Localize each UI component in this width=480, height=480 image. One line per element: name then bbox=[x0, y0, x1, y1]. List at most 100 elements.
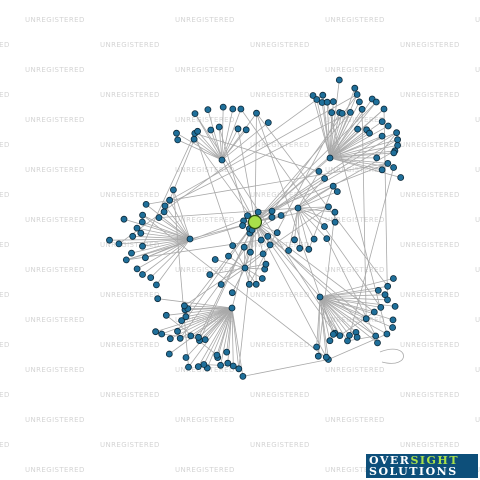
graph-node[interactable] bbox=[394, 141, 402, 149]
graph-node[interactable] bbox=[246, 248, 254, 256]
graph-node[interactable] bbox=[201, 336, 209, 344]
graph-node[interactable] bbox=[174, 136, 182, 144]
graph-node[interactable] bbox=[178, 317, 186, 325]
graph-node[interactable] bbox=[323, 235, 331, 243]
graph-node[interactable] bbox=[326, 337, 334, 345]
graph-node[interactable] bbox=[323, 98, 331, 106]
graph-node[interactable] bbox=[264, 119, 272, 126]
graph-node[interactable] bbox=[314, 352, 322, 360]
graph-node[interactable] bbox=[257, 236, 265, 244]
graph-node[interactable] bbox=[147, 274, 155, 282]
graph-node[interactable] bbox=[319, 91, 327, 99]
graph-node[interactable] bbox=[122, 256, 130, 264]
graph-node[interactable] bbox=[380, 105, 388, 113]
graph-node[interactable] bbox=[322, 353, 330, 361]
graph-node[interactable] bbox=[296, 244, 304, 252]
graph-node[interactable] bbox=[138, 218, 146, 226]
graph-node[interactable] bbox=[258, 275, 266, 282]
graph-node[interactable] bbox=[262, 260, 270, 268]
graph-node[interactable] bbox=[242, 126, 250, 134]
graph-node[interactable] bbox=[338, 110, 346, 117]
graph-node[interactable] bbox=[152, 281, 160, 289]
graph-node[interactable] bbox=[252, 280, 260, 288]
graph-node[interactable] bbox=[229, 362, 237, 370]
graph-node[interactable] bbox=[266, 241, 274, 249]
graph-node[interactable] bbox=[154, 295, 162, 303]
graph-node[interactable] bbox=[268, 207, 276, 215]
graph-node[interactable] bbox=[331, 218, 339, 226]
hub-node[interactable] bbox=[247, 214, 263, 230]
graph-node[interactable] bbox=[329, 330, 337, 338]
graph-node[interactable] bbox=[355, 98, 363, 106]
graph-node[interactable] bbox=[377, 303, 385, 311]
graph-node[interactable] bbox=[383, 330, 391, 338]
graph-node[interactable] bbox=[321, 175, 329, 182]
graph-node[interactable] bbox=[358, 105, 366, 113]
graph-node[interactable] bbox=[325, 203, 332, 211]
graph-node[interactable] bbox=[139, 271, 146, 278]
graph-node[interactable] bbox=[346, 109, 354, 116]
graph-node[interactable] bbox=[129, 232, 137, 240]
graph-node[interactable] bbox=[160, 208, 168, 216]
graph-node[interactable] bbox=[137, 229, 145, 237]
graph-node[interactable] bbox=[182, 354, 190, 361]
graph-node[interactable] bbox=[174, 327, 181, 335]
graph-node[interactable] bbox=[346, 331, 353, 339]
graph-node[interactable] bbox=[106, 236, 113, 244]
graph-node[interactable] bbox=[194, 363, 202, 371]
graph-node[interactable] bbox=[353, 91, 361, 98]
graph-node[interactable] bbox=[133, 224, 141, 232]
graph-node[interactable] bbox=[219, 103, 227, 111]
graph-node[interactable] bbox=[142, 200, 150, 208]
graph-node[interactable] bbox=[268, 213, 276, 221]
graph-node[interactable] bbox=[207, 126, 215, 134]
graph-node[interactable] bbox=[397, 174, 405, 181]
graph-node[interactable] bbox=[393, 129, 401, 137]
graph-node[interactable] bbox=[120, 215, 128, 223]
graph-node[interactable] bbox=[173, 129, 180, 137]
graph-node[interactable] bbox=[354, 125, 362, 133]
graph-node[interactable] bbox=[378, 166, 386, 174]
graph-node[interactable] bbox=[194, 127, 202, 135]
graph-node[interactable] bbox=[237, 105, 245, 113]
graph-node[interactable] bbox=[378, 118, 386, 125]
graph-node[interactable] bbox=[329, 182, 337, 190]
graph-node[interactable] bbox=[141, 254, 149, 262]
graph-node[interactable] bbox=[313, 343, 321, 351]
graph-node[interactable] bbox=[321, 223, 328, 230]
graph-node[interactable] bbox=[240, 243, 248, 251]
graph-node[interactable] bbox=[285, 247, 293, 254]
graph-node[interactable] bbox=[305, 245, 313, 253]
graph-node[interactable] bbox=[273, 229, 281, 237]
graph-node[interactable] bbox=[217, 281, 225, 288]
graph-node[interactable] bbox=[315, 167, 323, 175]
graph-node[interactable] bbox=[235, 365, 243, 373]
graph-node[interactable] bbox=[200, 361, 208, 368]
graph-node[interactable] bbox=[218, 156, 226, 164]
graph-node[interactable] bbox=[335, 76, 343, 84]
graph-node[interactable] bbox=[191, 110, 199, 117]
graph-node[interactable] bbox=[115, 240, 123, 248]
graph-node[interactable] bbox=[224, 359, 232, 367]
graph-node[interactable] bbox=[374, 286, 382, 294]
graph-node[interactable] bbox=[195, 333, 202, 341]
graph-node[interactable] bbox=[328, 109, 336, 116]
graph-node[interactable] bbox=[165, 350, 173, 358]
graph-node[interactable] bbox=[264, 232, 272, 240]
graph-node[interactable] bbox=[211, 256, 219, 263]
graph-node[interactable] bbox=[277, 212, 285, 219]
graph-node[interactable] bbox=[259, 250, 267, 258]
graph-node[interactable] bbox=[180, 302, 188, 310]
graph-node[interactable] bbox=[351, 84, 359, 92]
graph-node[interactable] bbox=[254, 208, 262, 216]
graph-node[interactable] bbox=[313, 96, 321, 103]
graph-node[interactable] bbox=[239, 222, 247, 230]
graph-node[interactable] bbox=[155, 214, 163, 222]
graph-node[interactable] bbox=[372, 332, 380, 340]
graph-node[interactable] bbox=[215, 123, 223, 131]
graph-node[interactable] bbox=[389, 275, 397, 282]
graph-node[interactable] bbox=[394, 136, 402, 144]
graph-node[interactable] bbox=[333, 188, 341, 196]
graph-node[interactable] bbox=[229, 242, 237, 250]
graph-node[interactable] bbox=[373, 154, 381, 162]
